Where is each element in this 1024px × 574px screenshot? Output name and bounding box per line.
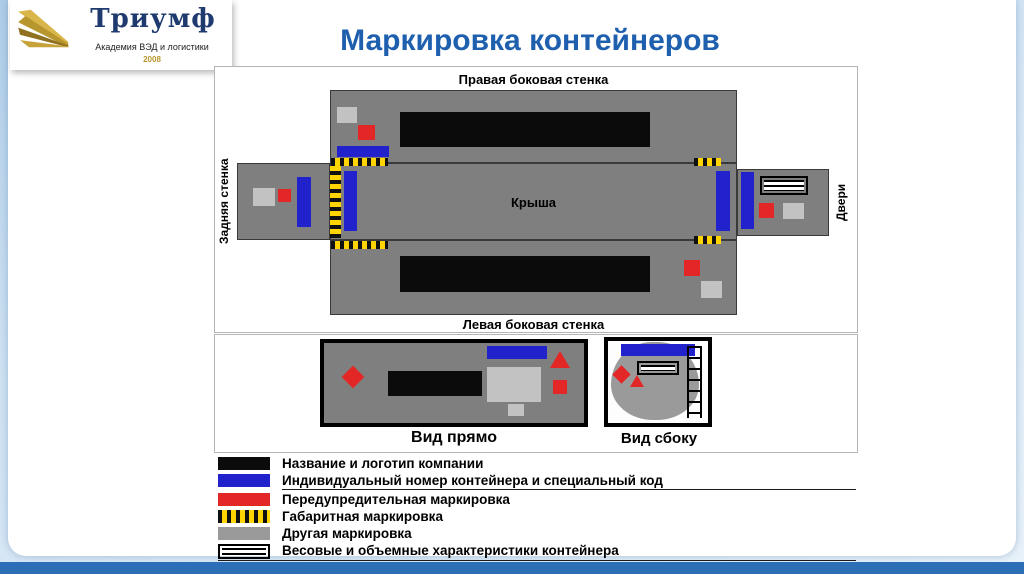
legend-item: Габаритная маркировка [218, 509, 858, 524]
legend-item: Другая маркировка [218, 526, 858, 541]
label-front-view: Вид прямо [411, 429, 497, 446]
mark-warning [358, 125, 375, 140]
legend-item: Индивидуальный номер контейнера и специа… [218, 473, 858, 488]
warning-swatch [218, 493, 270, 506]
weight-volume-swatch [218, 544, 270, 559]
mark-container-number [716, 171, 730, 231]
mark-dimension [330, 166, 341, 238]
mark-container-number [297, 177, 311, 227]
legend-label: Другая маркировка [282, 526, 412, 541]
legend-item: Передупредительная маркировка [218, 492, 858, 507]
legend-divider [218, 560, 856, 561]
mark-weight-volume [637, 361, 679, 375]
mark-warning [759, 203, 774, 218]
mark-warning [684, 260, 700, 276]
mark-warning-triangle [630, 375, 644, 387]
mark-other [253, 188, 275, 206]
logo-subtitle: Академия ВЭД и логистики [95, 42, 209, 52]
label-side-view: Вид сбоку [620, 430, 698, 447]
mark-weight-volume [760, 176, 808, 195]
legend-label: Весовые и объемные характеристики контей… [282, 543, 619, 558]
label-back-wall: Задняя стенка [217, 158, 231, 244]
mark-container-number [621, 344, 695, 356]
mark-warning [278, 189, 291, 202]
legend-item: Весовые и объемные характеристики контей… [218, 543, 858, 559]
label-right-side-wall: Правая боковая стенка [458, 72, 609, 87]
company-logo-swatch [218, 457, 270, 470]
mark-other [783, 203, 804, 219]
mark-other [337, 107, 357, 123]
mark-warning-triangle [550, 351, 570, 368]
mark-container-number [487, 346, 547, 359]
mark-container-number [337, 146, 389, 157]
logo: Триумф Академия ВЭД и логистики 2008 [10, 0, 232, 70]
mark-dimension [331, 241, 388, 249]
logo-name: Триумф [90, 4, 216, 34]
mark-dimension [331, 158, 388, 166]
mark-warning [553, 380, 567, 394]
label-roof: Крыша [510, 195, 557, 210]
label-doors: Двери [834, 183, 848, 221]
mark-container-number [344, 171, 357, 231]
mark-company-logo [388, 371, 482, 396]
mark-other [701, 281, 722, 298]
triumf-fan-icon [18, 9, 69, 48]
label-left-side-wall: Левая боковая стенка [462, 317, 605, 332]
mark-company-logo [400, 256, 650, 292]
legend-label: Индивидуальный номер контейнера и специа… [282, 473, 663, 488]
legend-label: Габаритная маркировка [282, 509, 443, 524]
mark-other [487, 367, 541, 402]
dimension-swatch [218, 510, 270, 523]
legend-label: Название и логотип компании [282, 456, 484, 471]
container-number-swatch [218, 474, 270, 487]
legend-divider [282, 489, 856, 490]
logo-year: 2008 [143, 55, 161, 64]
legend-label: Передупредительная маркировка [282, 492, 510, 507]
mark-company-logo [400, 112, 650, 147]
other-marking-swatch [218, 527, 270, 540]
side-view-ladder [687, 346, 702, 418]
mark-dimension [694, 158, 721, 166]
mark-container-number [741, 172, 754, 229]
mark-other [508, 404, 524, 416]
footer-bar [0, 562, 1024, 574]
mark-dimension [694, 236, 721, 244]
page-title: Маркировка контейнеров [340, 24, 720, 57]
legend-item: Название и логотип компании [218, 456, 858, 471]
